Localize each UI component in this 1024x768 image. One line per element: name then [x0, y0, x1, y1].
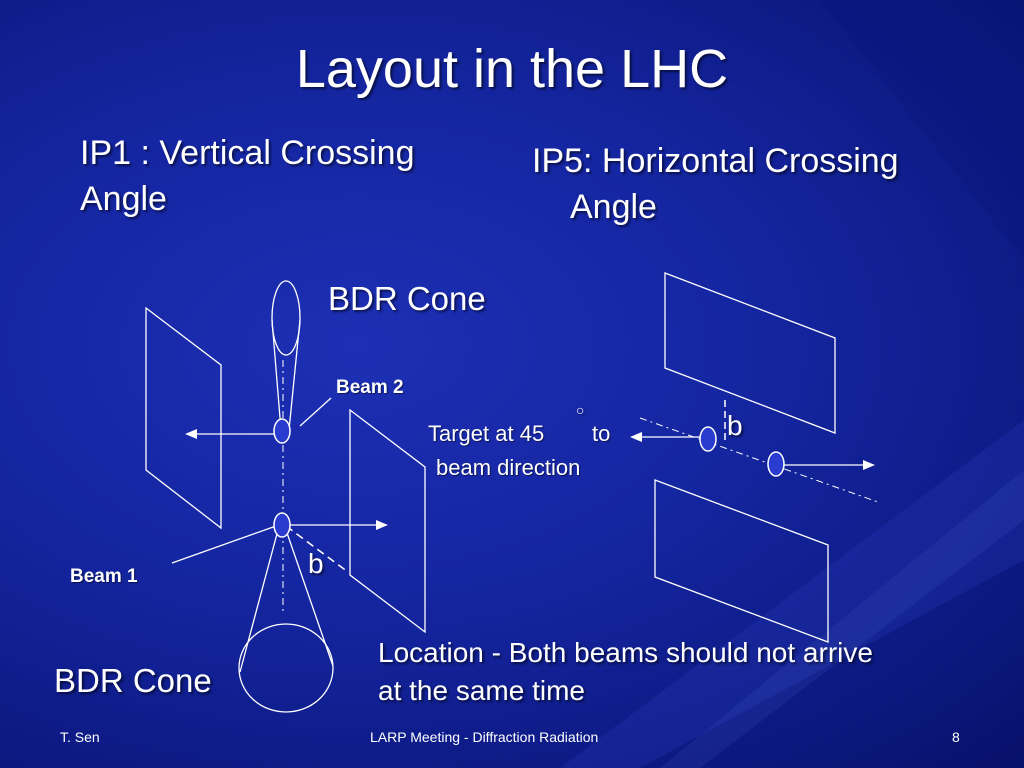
- beam1-ellipse: [273, 512, 291, 538]
- ip1-heading-line2: Angle: [80, 180, 167, 218]
- bdr-cone-bottom-edge-right: [285, 529, 334, 667]
- beam1-leader: [171, 525, 277, 564]
- bdr-cone-bottom-label: BDR Cone: [54, 662, 212, 699]
- beam2-leader: [299, 397, 332, 427]
- beam1-arrowhead: [376, 520, 388, 530]
- ip1-plate-left: [145, 306, 222, 530]
- ip1-heading: IP1 : Vertical Crossing Angle: [80, 130, 414, 222]
- bdr-cone-top-edge-right: [288, 319, 301, 431]
- location-note-line2: at the same time: [378, 675, 585, 706]
- beam2-label: Beam 2: [336, 377, 404, 398]
- beam2-arrowhead: [185, 429, 197, 439]
- ip1-plate-right: [349, 408, 426, 634]
- ip5-heading-line2: Angle: [570, 188, 657, 226]
- ip5-beam-axis: [639, 417, 879, 503]
- bdr-cone-top-ellipse: [271, 280, 301, 356]
- bdr-cone-top-edge-left: [271, 319, 282, 431]
- footer-author: T. Sen: [60, 729, 100, 745]
- ip5-plate-upper: [664, 272, 836, 434]
- location-note: Location - Both beams should not arrive …: [378, 634, 873, 710]
- beam2-ellipse: [273, 418, 291, 444]
- bdr-cone-top-label: BDR Cone: [328, 280, 486, 317]
- ip5-plate-lower: [654, 479, 829, 643]
- ip5-heading-line1: IP5: Horizontal Crossing: [532, 142, 899, 180]
- b-left-label: b: [308, 548, 324, 579]
- ip5-heading: IP5: Horizontal Crossing Angle: [532, 138, 899, 230]
- target-line2: beam direction: [436, 455, 581, 480]
- target-line1: Target at 45: [428, 421, 545, 446]
- slide-title: Layout in the LHC: [295, 39, 729, 99]
- b-right-label: b: [727, 410, 743, 441]
- footer-page-number: 8: [952, 729, 960, 745]
- ip5-arrowhead-left: [630, 432, 642, 442]
- ip5-beam-left-ellipse: [699, 426, 717, 452]
- target-degree-symbol: ○: [576, 402, 585, 418]
- bdr-cone-bottom-edge-left: [239, 529, 279, 673]
- bdr-cone-bottom-ellipse: [238, 623, 334, 713]
- location-note-line1: Location - Both beams should not arrive: [378, 637, 873, 668]
- beam1-label: Beam 1: [70, 566, 138, 587]
- ip5-arrowhead-right: [863, 460, 875, 470]
- target-to: to: [592, 421, 611, 446]
- ip5-beam-right-ellipse: [767, 451, 785, 477]
- footer-meeting: LARP Meeting - Diffraction Radiation: [370, 729, 599, 745]
- ip1-heading-line1: IP1 : Vertical Crossing: [80, 134, 415, 172]
